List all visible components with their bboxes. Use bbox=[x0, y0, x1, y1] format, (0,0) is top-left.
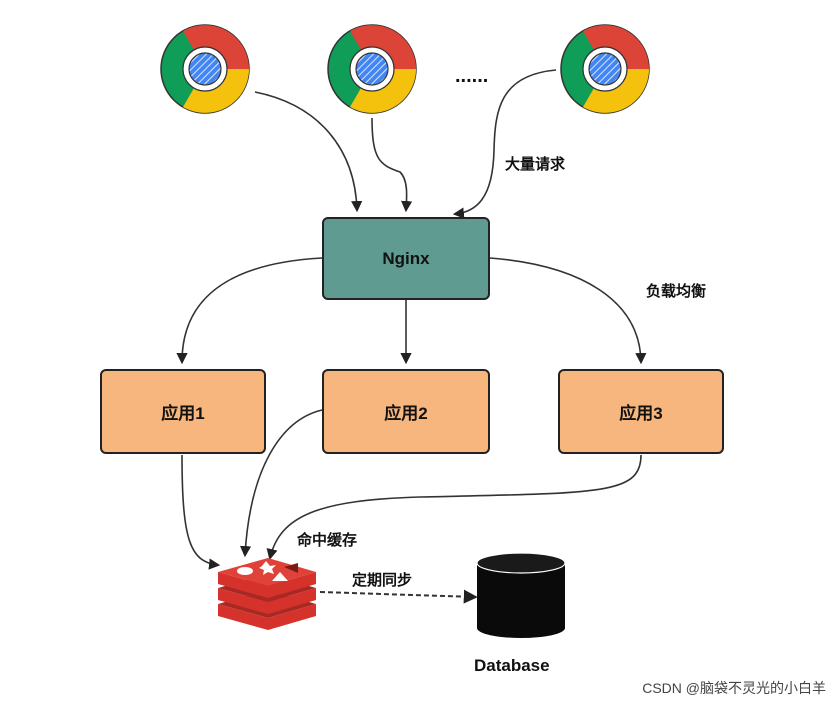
periodic-sync-label: 定期同步 bbox=[352, 572, 413, 589]
requests-label: 大量请求 bbox=[505, 156, 566, 173]
request-arrow-1 bbox=[254, 91, 363, 213]
lb-arrow-3 bbox=[489, 257, 647, 365]
nginx-node: Nginx bbox=[322, 217, 490, 300]
app3-label: 应用3 bbox=[619, 404, 663, 423]
app2-label: 应用2 bbox=[384, 404, 428, 423]
load-balance-label: 负载均衡 bbox=[646, 283, 707, 300]
cache-hit-label: 命中缓存 bbox=[297, 532, 358, 549]
app1-label: 应用1 bbox=[161, 404, 205, 423]
database-label: Database bbox=[474, 656, 550, 675]
chrome-browser-icon bbox=[327, 24, 417, 114]
nginx-label: Nginx bbox=[382, 248, 430, 268]
chrome-browser-icon bbox=[160, 24, 250, 114]
request-arrow-2 bbox=[371, 117, 413, 213]
sync-arrow bbox=[319, 589, 478, 604]
cache-arrow-1 bbox=[181, 454, 221, 570]
ellipsis-label: ...... bbox=[455, 65, 488, 87]
cache-arrow-3 bbox=[266, 454, 642, 561]
chrome-browser-icon bbox=[560, 24, 650, 114]
lb-arrow-1 bbox=[176, 257, 323, 365]
redis-cache-icon bbox=[218, 558, 316, 630]
database-cylinder-icon bbox=[476, 552, 566, 638]
request-arrow-3 bbox=[452, 69, 557, 219]
cache-arrow-2 bbox=[239, 409, 323, 558]
app1-node: 应用1 bbox=[100, 369, 266, 454]
app3-node: 应用3 bbox=[558, 369, 724, 454]
watermark-text: CSDN @脑袋不灵光的小白羊 bbox=[642, 680, 826, 696]
app2-node: 应用2 bbox=[322, 369, 490, 454]
